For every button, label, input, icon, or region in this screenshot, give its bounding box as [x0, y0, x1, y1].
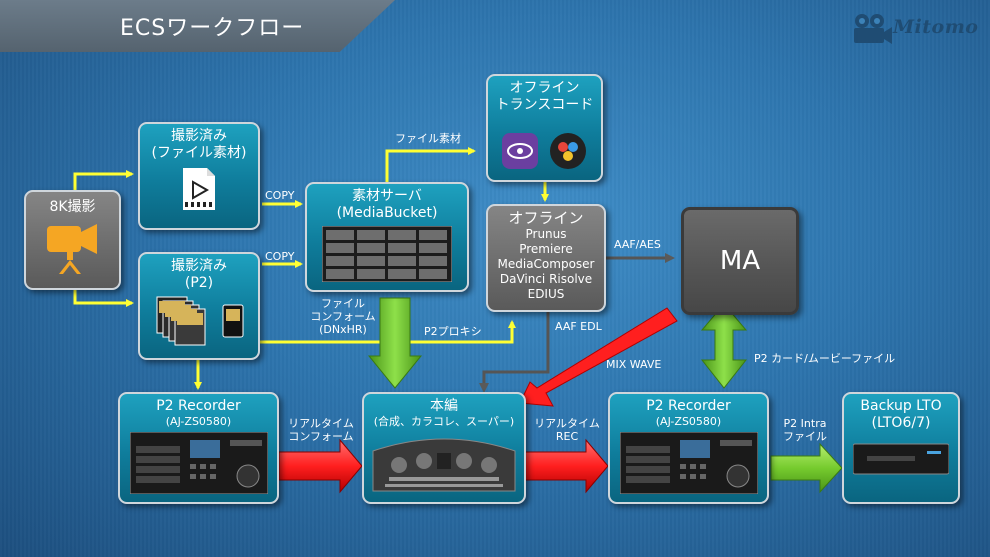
label-line: コンフォーム	[288, 430, 354, 443]
node-8k-shoot: 8K撮影	[24, 190, 121, 290]
node-material-server: 素材サーバ (MediaBucket)	[305, 182, 469, 292]
node-title: 8K撮影	[49, 199, 96, 215]
node-title: 素材サーバ	[352, 188, 422, 204]
label-copy-file: COPY	[265, 189, 295, 202]
node-subtitle: (P2)	[184, 275, 214, 291]
node-recorded-file: 撮影済み (ファイル素材)	[138, 122, 260, 230]
node-subtitle: トランスコード	[495, 97, 594, 113]
node-subtitle: (AJ-ZS0580)	[655, 415, 722, 428]
p2-cards-icon	[156, 296, 244, 346]
label-mix-wave: MIX WAVE	[606, 358, 662, 371]
node-subtitle: (LTO6/7)	[871, 415, 931, 431]
label-p2-intra: P2 Intra ファイル	[773, 417, 837, 443]
node-subtitle: (ファイル素材)	[151, 145, 247, 161]
node-main-edit: 本編 (合成、カラコレ、スーパー)	[362, 392, 526, 504]
label-realtime-conform: リアルタイム コンフォーム	[281, 417, 361, 443]
yellow-connector	[73, 147, 549, 390]
node-offline-edit: オフライン Prunus Premiere MediaComposer DaVi…	[486, 204, 606, 312]
node-title: Backup LTO	[860, 398, 942, 414]
node-offline-transcode: オフライン トランスコード	[486, 74, 603, 182]
node-title: オフライン	[509, 80, 580, 96]
green-arrow-double	[700, 303, 748, 389]
label-aaf-aes: AAF/AES	[614, 238, 661, 251]
label-line: リアルタイム	[288, 417, 354, 430]
server-rack-icon	[321, 225, 453, 283]
logo-camera-icon	[854, 14, 892, 44]
transcode-app-icon	[502, 133, 538, 169]
node-title: オフライン	[508, 209, 584, 227]
label-p2-card-movie: P2 カード/ムービーファイル	[754, 352, 896, 365]
label-realtime-rec: リアルタイム REC	[527, 417, 607, 443]
list-item: EDIUS	[527, 287, 565, 301]
label-p2-proxy: P2プロキシ	[424, 325, 482, 338]
label-line: コンフォーム	[310, 310, 376, 323]
label-line: REC	[555, 430, 579, 443]
label-file-conform: ファイル コンフォーム (DNxHR)	[308, 297, 378, 336]
lto-tape-drive-icon	[852, 443, 950, 475]
list-item: Prunus	[525, 227, 567, 241]
node-title: 撮影済み	[171, 128, 227, 144]
node-subtitle: (MediaBucket)	[336, 205, 438, 221]
grey-connector	[479, 253, 675, 393]
label-line: P2 Intra	[783, 417, 827, 430]
node-p2-recorder-1: P2 Recorder (AJ-ZS0580)	[118, 392, 279, 504]
video-file-icon	[183, 168, 215, 210]
p2-recorder-device-icon	[129, 431, 268, 495]
page-title: ECSワークフロー	[120, 16, 305, 41]
offline-app-list: Prunus Premiere MediaComposer DaVinci Ri…	[488, 227, 604, 302]
label-file-material: ファイル素材	[395, 132, 461, 145]
red-arrow	[278, 438, 609, 494]
p2-recorder-device-icon	[619, 431, 758, 495]
label-line: リアルタイム	[534, 417, 600, 430]
node-title: 撮影済み	[171, 258, 227, 274]
label-aaf-edl: AAF EDL	[555, 320, 602, 333]
node-title: MA	[719, 246, 761, 276]
node-title: 本編	[430, 398, 458, 414]
node-ma: MA	[681, 207, 799, 315]
video-camera-icon	[46, 224, 97, 274]
node-recorded-p2: 撮影済み (P2)	[138, 252, 260, 360]
label-line: ファイル	[783, 430, 827, 443]
node-subtitle: (AJ-ZS0580)	[165, 415, 232, 428]
label-line: ファイル	[321, 297, 365, 310]
green-arrow-down	[367, 297, 423, 389]
label-copy-p2: COPY	[265, 250, 295, 263]
list-item: Premiere	[519, 242, 573, 256]
title-banner	[0, 0, 395, 52]
list-item: DaVinci Risolve	[499, 272, 593, 286]
node-p2-recorder-2: P2 Recorder (AJ-ZS0580)	[608, 392, 769, 504]
color-grading-console-icon	[372, 438, 516, 492]
list-item: MediaComposer	[497, 257, 595, 271]
green-arrow-right	[770, 442, 843, 494]
node-title: P2 Recorder	[646, 398, 731, 414]
node-title: P2 Recorder	[156, 398, 241, 414]
node-subtitle: (合成、カラコレ、スーパー)	[373, 415, 515, 428]
label-line: (DNxHR)	[319, 323, 367, 336]
logo-text: Mitomo	[893, 16, 979, 38]
davinci-resolve-icon	[550, 133, 586, 169]
node-backup-lto: Backup LTO (LTO6/7)	[842, 392, 960, 504]
mix-wave-red-arrow	[519, 307, 678, 407]
